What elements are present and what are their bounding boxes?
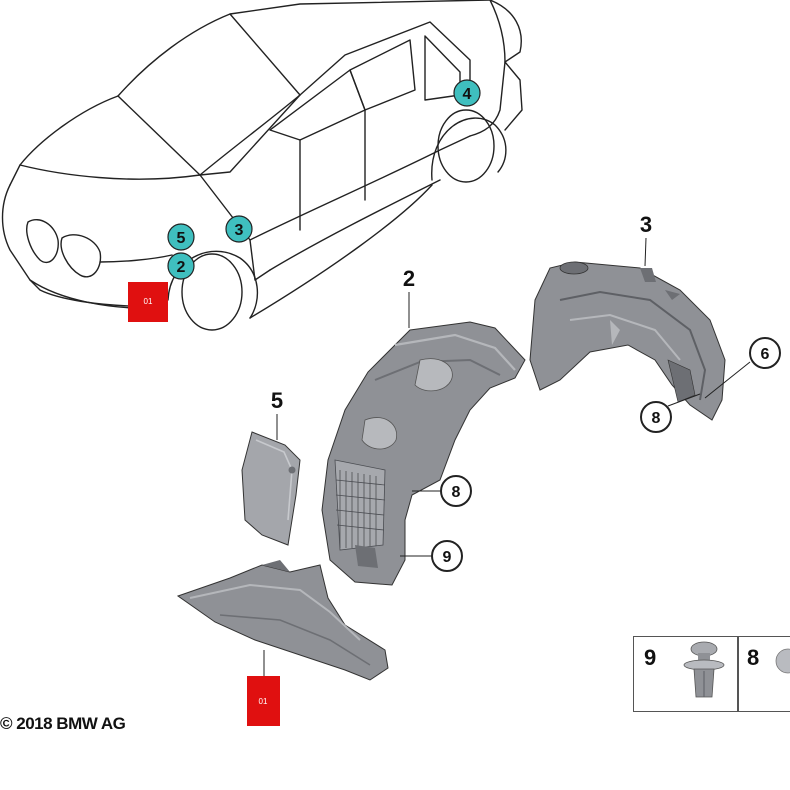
car-callouts: 5 2 3 4 <box>167 79 481 280</box>
callout-label-5: 5 <box>177 230 186 247</box>
callout-circle-2 <box>167 252 195 280</box>
leader-part-3 <box>644 237 647 267</box>
callout-circle-9 <box>431 540 463 572</box>
svg-text:8: 8 <box>452 484 461 501</box>
part-label-3: 3 <box>640 212 652 237</box>
callout-circle-8-right <box>640 401 672 433</box>
legend-number-9: 9 <box>644 645 657 670</box>
part-5-panel <box>241 431 301 546</box>
svg-text:8: 8 <box>652 410 661 427</box>
fastener-legend: 9 8 <box>633 636 790 712</box>
callout-circle-4 <box>453 79 481 107</box>
red-label-top: 01 <box>128 282 168 322</box>
red-label-bottom: 01 <box>247 676 280 726</box>
part-2-front-liner <box>321 321 526 586</box>
callout-label-3: 3 <box>235 222 244 239</box>
legend-divider <box>737 637 739 711</box>
car-outline <box>1 0 523 331</box>
part-undershield <box>176 560 389 681</box>
callout-circle-5 <box>167 223 195 251</box>
callout-circle-6 <box>749 337 781 369</box>
svg-text:6: 6 <box>761 346 770 363</box>
legend-number-8: 8 <box>747 645 760 670</box>
svg-text:01: 01 <box>144 297 153 306</box>
part-label-2: 2 <box>403 266 415 291</box>
part-label-5: 5 <box>271 388 283 413</box>
liner-mesh <box>334 459 386 551</box>
clip-9-image <box>683 641 725 698</box>
circled-callouts: 6 8 8 9 <box>400 337 781 572</box>
callout-label-4: 4 <box>463 86 472 103</box>
svg-text:01: 01 <box>259 697 268 706</box>
part-3-rear-liner <box>529 261 726 421</box>
callout-circle-8-mid <box>440 475 472 507</box>
clip-8-image <box>775 648 790 674</box>
svg-text:9: 9 <box>443 549 452 566</box>
callout-label-2: 2 <box>177 259 186 276</box>
callout-circle-3 <box>225 215 253 243</box>
copyright-text: © 2018 BMW AG <box>0 714 126 733</box>
